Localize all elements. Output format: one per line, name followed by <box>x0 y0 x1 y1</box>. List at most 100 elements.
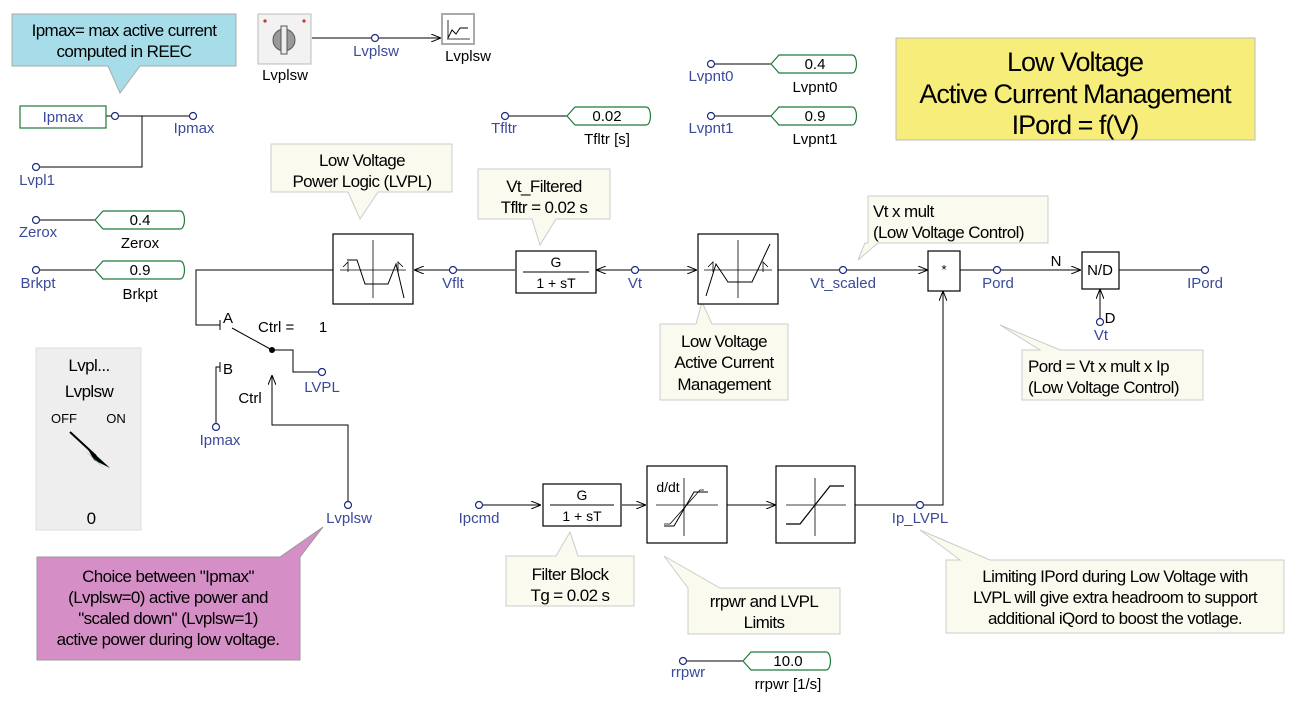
ipmax-note-line2: computed in REEC <box>57 42 192 61</box>
port-ipmax-sel: Ipmax <box>200 422 241 449</box>
lvplsw-knob[interactable]: Lvplsw <box>257 13 312 84</box>
port-lvpl-label: LVPL <box>304 379 340 396</box>
lvpl-logic-note: Low Voltage Power Logic (LVPL) <box>270 143 453 221</box>
vt-mult-line1: Vt x mult <box>873 202 935 221</box>
const-ipmax[interactable]: Ipmax <box>19 105 120 129</box>
const-zerox-name: Zerox <box>121 235 160 252</box>
pord-note-line2: (Low Voltage Control) <box>1028 378 1179 397</box>
vt-mult-note: Vt x mult (Low Voltage Control) <box>857 195 1049 261</box>
lv-acm-line3: Management <box>677 375 771 394</box>
const-brkpt[interactable]: 0.9 Brkpt <box>94 260 186 303</box>
choice-line3: "scaled down" (Lvplsw=1) <box>78 609 258 628</box>
port-lvplsw-label: Lvplsw <box>326 510 372 527</box>
port-rrpwr-label: rrpwr <box>671 664 705 681</box>
port-zerox: Zerox <box>19 215 58 241</box>
vt-mult-line2: (Low Voltage Control) <box>873 223 1024 242</box>
const-lvpnt1[interactable]: 0.9 Lvpnt1 <box>770 106 858 148</box>
const-lvpnt1-name: Lvpnt1 <box>792 131 837 148</box>
const-rrpwr-name: rrpwr [1/s] <box>755 676 822 693</box>
const-lvpnt0[interactable]: 0.4 Lvpnt0 <box>770 54 858 96</box>
vt-filter-den: 1 + sT <box>536 275 576 291</box>
const-lvpnt0-name: Lvpnt0 <box>792 79 837 96</box>
limit-note-line2: LVPL will give extra headroom to support <box>973 588 1258 607</box>
const-ipmax-value: Ipmax <box>43 109 84 126</box>
lv-acm-lookup-block[interactable] <box>697 233 779 305</box>
port-pord: Pord <box>982 265 1014 292</box>
lv-acm-note: Low Voltage Active Current Management <box>659 300 789 401</box>
lvplsw-scope[interactable]: Lvplsw <box>441 13 491 65</box>
const-zerox[interactable]: 0.4 Zerox <box>94 210 186 252</box>
const-lvpnt1-value: 0.9 <box>805 108 826 125</box>
divider-block[interactable]: N/D N D <box>1051 251 1120 327</box>
limit-note: Limiting IPord during Low Voltage with L… <box>919 529 1285 634</box>
port-ipmax-out: Ipmax <box>174 111 215 137</box>
lvplsw-link-label: Lvplsw <box>353 43 399 60</box>
ipcmd-filter-num: G <box>577 487 588 503</box>
port-brkpt: Brkpt <box>20 265 56 292</box>
selector-switch[interactable]: A B Ctrl = 1 Ctrl <box>219 310 327 407</box>
title-line1: Low Voltage <box>1007 47 1143 77</box>
toggle-panel-name: Lvplsw <box>65 382 115 401</box>
const-brkpt-value: 0.9 <box>130 262 151 279</box>
port-lvpnt1: Lvpnt1 <box>688 111 734 137</box>
divider-label: N/D <box>1087 262 1113 279</box>
const-tfltr[interactable]: 0.02 Tfltr [s] <box>566 106 652 148</box>
saturation-block[interactable] <box>775 465 856 544</box>
port-vt-scaled-label: Vt_scaled <box>810 275 876 292</box>
ipcmd-filter-den: 1 + sT <box>562 508 602 524</box>
const-brkpt-name: Brkpt <box>122 286 158 303</box>
port-vt-label: Vt <box>628 275 643 292</box>
title-line3: IPord = f(V) <box>1012 110 1139 140</box>
port-lvpl1-label: Lvpl1 <box>19 172 55 189</box>
lvpl-lookup-block[interactable] <box>332 233 414 305</box>
lvpl-logic-line2: Power Logic (LVPL) <box>292 172 431 191</box>
port-zerox-label: Zerox <box>19 224 58 241</box>
lv-acm-line2: Active Current <box>674 353 774 372</box>
choice-line1: Choice between "Ipmax" <box>82 567 254 586</box>
selector-ctrl-value: 1 <box>319 319 327 336</box>
filter-block-line1: Filter Block <box>532 565 610 584</box>
filter-block-note: Filter Block Tg = 0.02 s <box>505 530 635 607</box>
filter-block-line2: Tg = 0.02 s <box>531 586 610 605</box>
vt-filtered-line2: Tfltr = 0.02 s <box>501 198 588 217</box>
selector-input-a: A <box>223 310 233 327</box>
port-iPord: IPord <box>1187 265 1223 292</box>
port-lvplsw: Lvplsw <box>326 500 372 527</box>
port-ip-lvpl: Ip_LVPL <box>892 500 948 527</box>
toggle-value: 0 <box>87 509 96 528</box>
toggle-panel-title: Lvpl... <box>68 356 109 375</box>
multiplier-label: * <box>941 262 946 277</box>
port-lvpnt0: Lvpnt0 <box>688 59 734 85</box>
ipcmd-filter-block[interactable]: G 1 + sT <box>542 483 622 527</box>
port-vflt: Vflt <box>442 265 465 292</box>
const-tfltr-name: Tfltr [s] <box>584 131 630 148</box>
vt-filter-block[interactable]: G 1 + sT <box>515 250 597 294</box>
const-tfltr-value: 0.02 <box>592 108 621 125</box>
vt-filtered-note: Vt_Filtered Tfltr = 0.02 s <box>477 168 611 247</box>
ipmax-note: Ipmax= max active current computed in RE… <box>11 13 237 94</box>
rrpwr-note-line1: rrpwr and LVPL <box>710 592 819 611</box>
title-box: Low Voltage Active Current Management IP… <box>895 37 1256 141</box>
const-rrpwr[interactable]: 10.0 rrpwr [1/s] <box>742 651 832 693</box>
ipmax-note-line1: Ipmax= max active current <box>32 21 218 40</box>
toggle-off-label: OFF <box>51 411 77 426</box>
port-ipcmd: Ipcmd <box>459 500 499 527</box>
port-ipmax-sel-label: Ipmax <box>200 432 241 449</box>
rate-limiter-block[interactable]: d/dt <box>646 465 728 544</box>
port-ipmax-out-label: Ipmax <box>174 120 215 137</box>
selector-input-b: B <box>223 361 233 378</box>
port-brkpt-label: Brkpt <box>20 275 56 292</box>
port-pord-label: Pord <box>982 275 1014 292</box>
multiplier-block[interactable]: * <box>927 250 961 292</box>
choice-line2: (Lvplsw=0) active power and <box>68 588 268 607</box>
limit-note-line3: additional iQord to boost the votlage. <box>988 609 1242 628</box>
toggle-lever-icon[interactable] <box>69 431 110 468</box>
wires <box>36 38 1205 662</box>
toggle-panel[interactable]: Lvpl... Lvplsw OFF ON 0 <box>35 347 142 531</box>
const-zerox-value: 0.4 <box>130 212 151 229</box>
lvplsw-scope-label: Lvplsw <box>445 48 491 65</box>
port-iPord-label: IPord <box>1187 275 1223 292</box>
port-vflt-label: Vflt <box>442 275 465 292</box>
port-lvpl1: Lvpl1 <box>19 162 55 189</box>
limit-note-line1: Limiting IPord during Low Voltage with <box>982 567 1248 586</box>
